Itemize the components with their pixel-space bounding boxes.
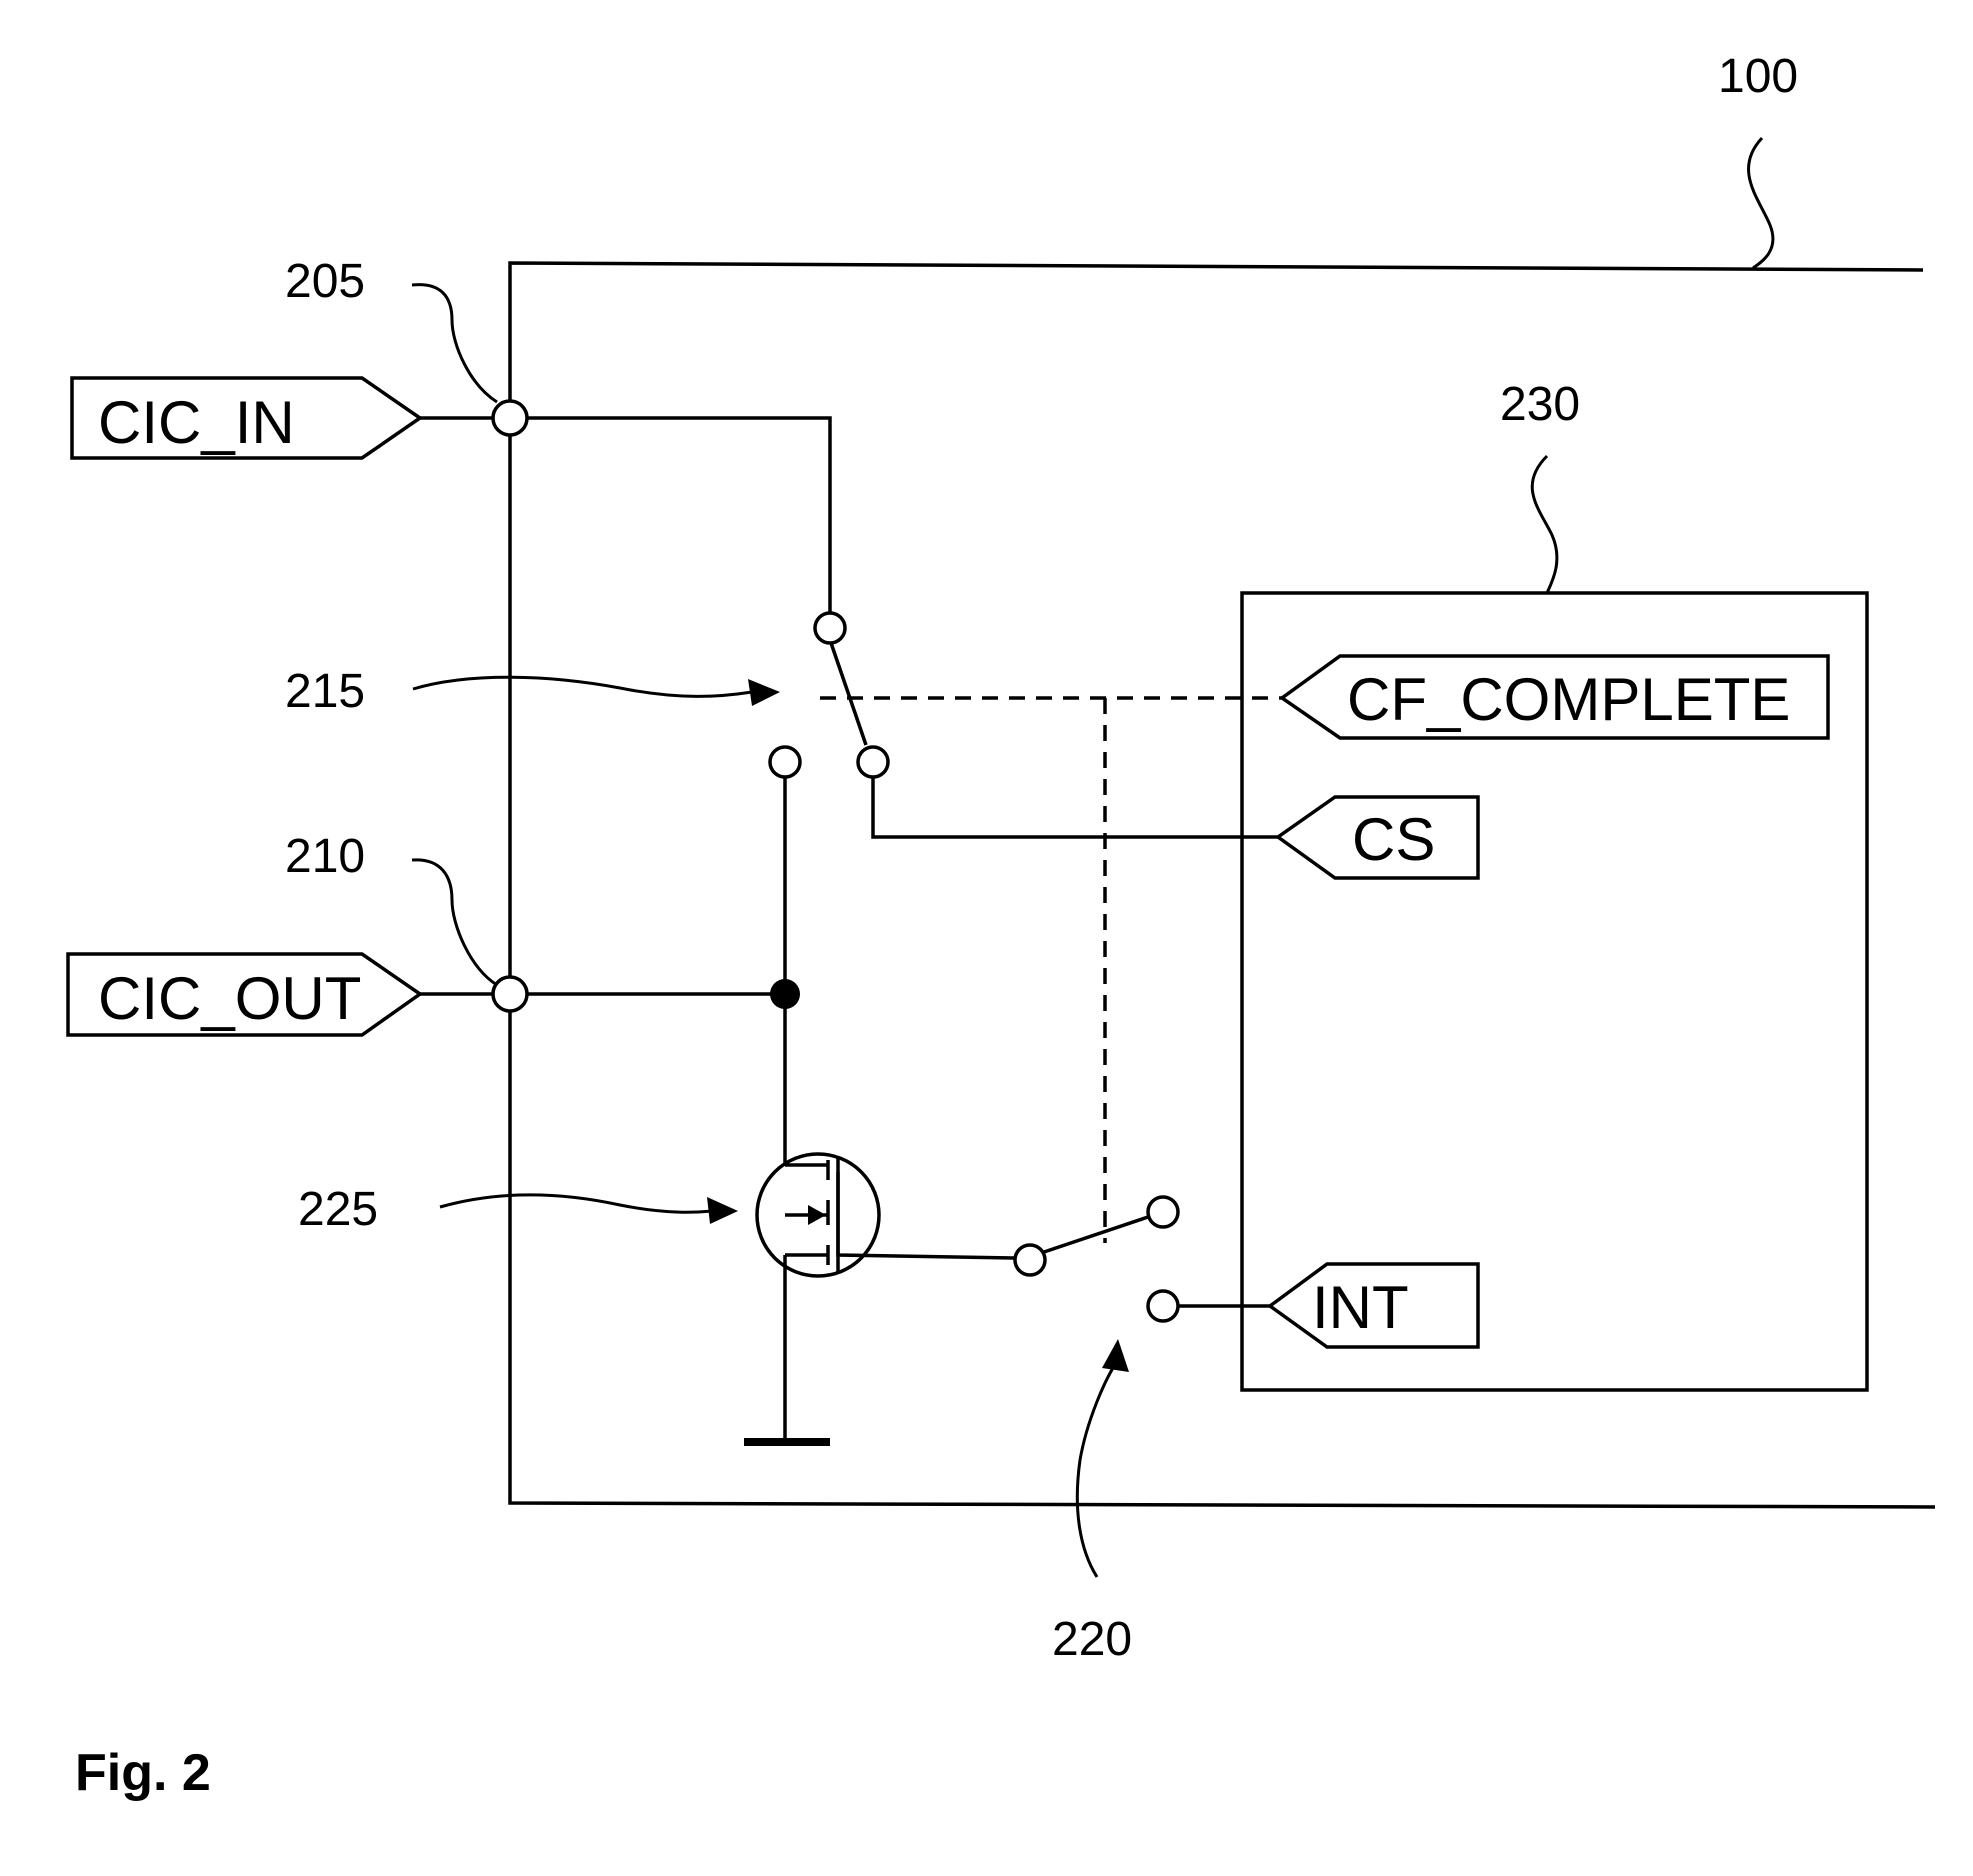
pin-cs: CS bbox=[1274, 795, 1480, 880]
terminal-205 bbox=[491, 399, 529, 437]
transistor-arrow bbox=[808, 1205, 826, 1225]
transistor-225 bbox=[755, 1152, 881, 1278]
arrow-215 bbox=[748, 679, 780, 706]
junction-dot bbox=[770, 979, 800, 1009]
pin-int-label: INT bbox=[1312, 1274, 1409, 1341]
wiring bbox=[420, 416, 1278, 1440]
leader-210 bbox=[411, 858, 498, 987]
ref-210: 210 bbox=[285, 830, 365, 883]
leader-100 bbox=[1747, 136, 1775, 270]
arrow-225 bbox=[707, 1197, 738, 1224]
pin-int: INT bbox=[1267, 1262, 1480, 1349]
ref-205: 205 bbox=[285, 255, 365, 308]
switch-215-common bbox=[813, 611, 847, 645]
control-link-dashed bbox=[820, 696, 1282, 1243]
ref-225: 225 bbox=[298, 1183, 378, 1236]
leader-230 bbox=[1530, 454, 1559, 594]
device-outline bbox=[508, 261, 1936, 1509]
switch-215-left bbox=[768, 745, 802, 779]
terminals bbox=[491, 399, 1180, 1323]
reference-leaders bbox=[411, 136, 1775, 1578]
pin-cic-in: CIC_IN bbox=[70, 376, 424, 460]
leader-205 bbox=[411, 283, 498, 404]
figure-caption: Fig. 2 bbox=[75, 1744, 211, 1802]
pin-cf-complete: CF_COMPLETE bbox=[1278, 654, 1830, 740]
leader-225 bbox=[439, 1193, 713, 1214]
pin-cic-out-label: CIC_OUT bbox=[98, 965, 361, 1032]
terminal-210 bbox=[491, 975, 529, 1013]
pin-cic-in-label: CIC_IN bbox=[98, 389, 295, 456]
pin-cs-label: CS bbox=[1352, 806, 1435, 873]
switch-215-right bbox=[856, 745, 890, 779]
leader-arrowheads bbox=[707, 679, 1129, 1372]
leader-220 bbox=[1075, 1362, 1118, 1578]
ref-230: 230 bbox=[1500, 378, 1580, 431]
ref-100: 100 bbox=[1718, 50, 1798, 103]
switch-220-common bbox=[1013, 1243, 1047, 1277]
ref-220: 220 bbox=[1052, 1613, 1132, 1666]
leader-215 bbox=[412, 675, 753, 698]
pin-cic-out: CIC_OUT bbox=[66, 952, 424, 1037]
ref-215: 215 bbox=[285, 665, 365, 718]
controller-block bbox=[1240, 591, 1869, 1392]
switch-220-upper bbox=[1146, 1195, 1180, 1229]
arrow-220 bbox=[1102, 1339, 1129, 1372]
switch-220-lower bbox=[1146, 1289, 1180, 1323]
pin-cf-complete-label: CF_COMPLETE bbox=[1347, 666, 1790, 733]
